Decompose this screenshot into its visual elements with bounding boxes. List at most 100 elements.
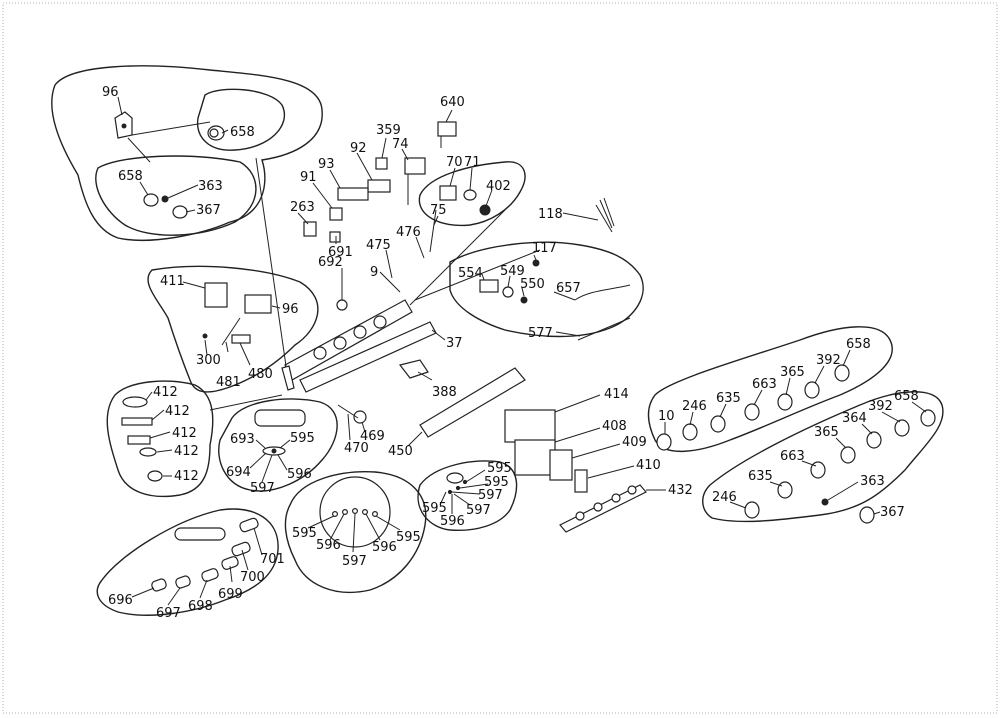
label-692: 692 bbox=[318, 255, 343, 270]
label-699: 699 bbox=[218, 587, 243, 602]
panel-hole-2 bbox=[333, 336, 347, 350]
label-91: 91 bbox=[300, 170, 317, 185]
cloud-right-upper-parts bbox=[449, 241, 644, 338]
label-663: 663 bbox=[780, 449, 805, 464]
wire-118c bbox=[603, 197, 615, 227]
label-658: 658 bbox=[846, 337, 871, 352]
part-labels: 96 658 658 363 367 640 359 92 74 93 70 7… bbox=[102, 85, 919, 621]
panel-hole-4 bbox=[373, 315, 387, 329]
label-476: 476 bbox=[396, 225, 421, 240]
label-595: 595 bbox=[290, 431, 315, 446]
switch-74 bbox=[404, 157, 426, 175]
wire-657 bbox=[574, 284, 631, 301]
label-392: 392 bbox=[868, 399, 893, 414]
bracket-rod-lower bbox=[127, 137, 151, 163]
cap-412-5 bbox=[147, 470, 163, 482]
switch-93 bbox=[337, 187, 369, 201]
dot-595-2 bbox=[455, 485, 461, 491]
label-414: 414 bbox=[604, 387, 629, 402]
label-412: 412 bbox=[153, 385, 178, 400]
label-595: 595 bbox=[292, 526, 317, 541]
label-481: 481 bbox=[216, 375, 241, 390]
label-595: 595 bbox=[396, 530, 421, 545]
label-696: 696 bbox=[108, 593, 133, 608]
label-74: 74 bbox=[392, 137, 409, 152]
label-365: 365 bbox=[814, 425, 839, 440]
label-635: 635 bbox=[748, 469, 773, 484]
label-412: 412 bbox=[172, 426, 197, 441]
panel-hole-1 bbox=[313, 346, 327, 360]
rod-696 bbox=[151, 578, 167, 592]
rail-450 bbox=[419, 367, 526, 438]
label-367: 367 bbox=[196, 203, 221, 218]
label-93: 93 bbox=[318, 157, 335, 172]
connector-70 bbox=[439, 185, 457, 201]
label-597: 597 bbox=[466, 503, 491, 518]
label-359: 359 bbox=[376, 123, 401, 138]
knob-658d bbox=[920, 409, 936, 427]
bar-432-knob3 bbox=[611, 493, 621, 503]
label-480: 480 bbox=[248, 367, 273, 382]
label-694: 694 bbox=[226, 465, 251, 480]
pin-550 bbox=[520, 296, 528, 304]
cloud-top-left-inner-lower bbox=[95, 155, 257, 236]
label-392: 392 bbox=[816, 353, 841, 368]
ring-dot-1 bbox=[332, 511, 339, 518]
bar-432-knob4 bbox=[627, 485, 637, 495]
dot-595-3 bbox=[447, 489, 453, 495]
knob-658c bbox=[834, 364, 850, 382]
cap-412-4 bbox=[139, 447, 157, 457]
cap-412-3 bbox=[127, 435, 151, 445]
block-554 bbox=[479, 279, 499, 293]
connector-480 bbox=[231, 334, 251, 344]
knob-658-lower bbox=[143, 193, 159, 207]
label-577: 577 bbox=[528, 326, 553, 341]
label-698: 698 bbox=[188, 599, 213, 614]
label-595: 595 bbox=[422, 501, 447, 516]
bar-432-knob1 bbox=[575, 511, 585, 521]
bracket-rod bbox=[131, 121, 211, 136]
label-408: 408 bbox=[602, 419, 627, 434]
label-263: 263 bbox=[290, 200, 315, 215]
knob-392b bbox=[894, 419, 910, 437]
pin-596 bbox=[271, 448, 277, 454]
label-658: 658 bbox=[894, 389, 919, 404]
switch-359 bbox=[375, 157, 388, 170]
ring-dot-2 bbox=[342, 509, 349, 516]
cloud-bottom-left-rods bbox=[96, 508, 279, 616]
label-9: 9 bbox=[370, 265, 378, 280]
rod-698 bbox=[201, 568, 219, 582]
label-658: 658 bbox=[118, 169, 143, 184]
knob-10 bbox=[656, 433, 672, 451]
label-549: 549 bbox=[500, 264, 525, 279]
cloud-top-left-inner-upper bbox=[196, 88, 286, 151]
label-657: 657 bbox=[556, 281, 581, 296]
knob-392a bbox=[804, 381, 820, 399]
label-365: 365 bbox=[780, 365, 805, 380]
label-75: 75 bbox=[430, 203, 447, 218]
label-597: 597 bbox=[342, 554, 367, 569]
label-388: 388 bbox=[432, 385, 457, 400]
wire-118b bbox=[599, 199, 613, 229]
cloud-right-knobs-lower bbox=[702, 391, 944, 523]
knob-549 bbox=[502, 286, 514, 298]
knob-365b bbox=[840, 446, 856, 464]
bar-432-knob2 bbox=[593, 502, 603, 512]
cap-412-1 bbox=[122, 396, 148, 408]
label-410: 410 bbox=[636, 458, 661, 473]
cloud-595-small-group bbox=[417, 460, 518, 532]
label-367: 367 bbox=[880, 505, 905, 520]
label-402: 402 bbox=[486, 179, 511, 194]
pin-75 bbox=[429, 209, 437, 253]
label-470: 470 bbox=[344, 441, 369, 456]
knob-658-upper-inner bbox=[209, 128, 219, 138]
label-92: 92 bbox=[350, 141, 367, 156]
label-640: 640 bbox=[440, 95, 465, 110]
label-596: 596 bbox=[372, 540, 397, 555]
label-70: 70 bbox=[446, 155, 463, 170]
label-701: 701 bbox=[260, 552, 285, 567]
knob-367 bbox=[172, 205, 188, 219]
knob-246a bbox=[682, 423, 698, 441]
label-300: 300 bbox=[196, 353, 221, 368]
